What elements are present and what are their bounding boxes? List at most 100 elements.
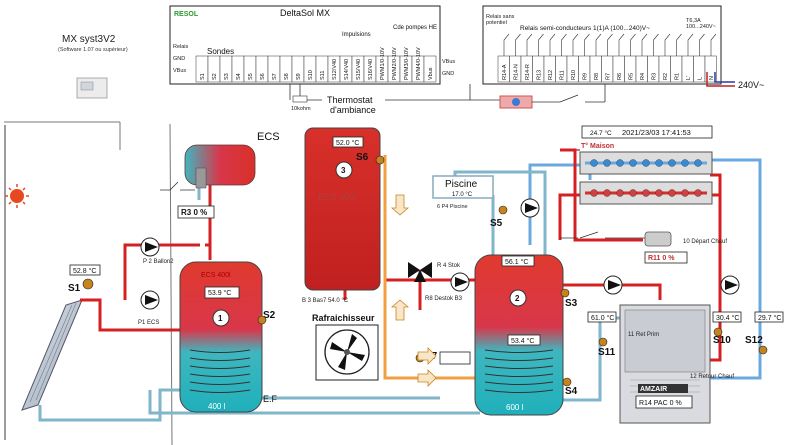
r8-label: R8 Destok B3	[425, 296, 463, 302]
s10-temp-box	[712, 311, 742, 323]
relais-semi-label: Relais semi-conducteurs 1(1)A (100...240…	[520, 25, 650, 32]
p2-label: P 2 Ballon2	[143, 259, 174, 265]
relay-terminal: R2	[663, 73, 669, 80]
relay-fuse-label: T6,3A	[686, 18, 701, 24]
sensor-s2-probe	[257, 315, 267, 325]
piscine-temp: 17.0 °C	[452, 192, 473, 198]
maison-temp: 24.7 °C	[590, 129, 612, 137]
relay-terminal: R9	[583, 73, 589, 80]
pipes	[38, 148, 762, 422]
vbus-term-a: VBus	[442, 59, 455, 65]
sondes-label: Sondes	[207, 47, 234, 56]
relay-fuse-label2: 100...240V~	[686, 24, 716, 30]
s12-temp: 29.7 °C	[758, 314, 781, 322]
controller-terminal: S15/V40	[356, 59, 362, 80]
sensor-s5-probe	[498, 205, 508, 215]
relay-terminal: R5	[629, 73, 635, 80]
tank-1-temp: 53.9 °C	[208, 289, 231, 297]
controller-terminal: Vbus	[428, 67, 434, 80]
tank-3-label: ECS 400l	[318, 192, 356, 202]
controller-terminal: S2	[212, 73, 218, 80]
s11-temp-box	[587, 311, 617, 323]
relay-terminal: R3	[652, 73, 658, 80]
sensor-s10-probe	[713, 327, 723, 337]
controller-terminal: S6	[260, 73, 266, 80]
system-software: (Software 1.07 ou supérieur)	[58, 47, 128, 53]
sensor-s3-label: S3	[565, 298, 578, 309]
controller-terminal: PWM2/0-10V	[392, 47, 398, 80]
s1-temp: 52.8 °C	[73, 267, 96, 275]
sensor-s1-probe	[82, 278, 94, 290]
sensor-s4-probe	[562, 377, 572, 387]
piscine-pump-label: 6 P4 Piscine	[437, 204, 468, 210]
relay-terminal: R12	[548, 70, 554, 80]
tank-3-temp: 52.0 °C	[336, 139, 359, 147]
relay-terminal: R14-R	[525, 64, 531, 80]
controller-terminal: S16/V40	[368, 59, 374, 80]
tank-1-number: 1	[218, 314, 223, 323]
sensor-s11-label: S11	[598, 347, 616, 358]
sensor-s2-label: S2	[263, 310, 276, 321]
s7-value-box	[439, 351, 471, 365]
tank-2-mid-temp: 53.4 °C	[511, 337, 534, 345]
sun-icon	[5, 184, 29, 208]
ret-prim-label: 11 Ret Prim	[628, 332, 659, 338]
r14-box	[635, 395, 693, 409]
controller-title: DeltaSol MX	[280, 8, 330, 18]
r14-label: R14 PAC 0 %	[639, 400, 682, 407]
sensor-s3-probe	[560, 288, 570, 298]
ecs-label: ECS	[257, 131, 280, 143]
fan-icon	[315, 324, 379, 381]
tank-3-bas-temp: B 3 Bas7 54.0 °C	[302, 298, 349, 304]
left-term-2: GND	[173, 56, 185, 62]
relay-terminal: R11	[560, 70, 566, 80]
s1-temp-box	[69, 264, 101, 276]
sensor-s12-probe	[758, 345, 768, 355]
relay-block: Relais sans potentiel Relais semi-conduc…	[442, 5, 764, 90]
tank-2-top-temp: 56.1 °C	[505, 258, 528, 266]
s10-temp: 30.4 °C	[716, 314, 739, 322]
sensor-s4-label: S4	[565, 386, 578, 397]
pump-r4-icon	[450, 272, 470, 292]
cooler-label: Rafraichisseur	[312, 313, 375, 323]
thermostat-label: Thermostat	[327, 95, 373, 105]
tank-1-capacity: 400 l	[208, 402, 226, 411]
tank-1	[179, 261, 263, 413]
sensor-s6-label: S6	[356, 152, 369, 163]
relay-terminal: R13	[537, 70, 543, 80]
ecs-water-heater	[184, 144, 256, 189]
r3-box	[177, 205, 215, 219]
relay-terminal: R4	[640, 73, 646, 80]
sensor-s12-label: S12	[745, 335, 763, 346]
resistor-label: 10kohm	[291, 106, 311, 112]
piscine-label: Piscine	[445, 179, 478, 190]
controller-terminal: S11	[320, 71, 326, 80]
tank-3	[304, 127, 381, 291]
impulsions-label: Impulsions	[342, 32, 371, 38]
solar-collector	[21, 299, 83, 411]
pump-p4-icon	[520, 198, 540, 218]
controller-terminal: S3	[224, 73, 230, 80]
relay-terminal: L	[698, 77, 704, 80]
tank-2-top-temp-box	[501, 255, 535, 267]
maison-datetime: 2021/23/03 17:41:53	[622, 128, 691, 137]
floor-heating-manifold	[579, 151, 713, 205]
sensor-s1-label: S1	[68, 283, 81, 294]
pump-chauf-icon	[720, 275, 740, 295]
controller-terminal: S14/V40	[344, 59, 350, 80]
cde-pompes-label: Cde pompes HE	[393, 25, 437, 31]
left-term-3: VBus	[173, 68, 186, 74]
mains-voltage: 240V~	[738, 80, 764, 90]
resol-logo: RESOL	[174, 11, 199, 18]
relay-terminal: R6	[617, 73, 623, 80]
controller-terminal: S4	[236, 73, 242, 80]
relay-terminal: R10	[571, 70, 577, 80]
relay-terminal: R14-A	[502, 64, 508, 80]
pump-pac-icon	[603, 275, 623, 295]
p1-label: P1 ECS	[138, 320, 159, 326]
relay-terminal: R8	[594, 73, 600, 80]
vbus-term-b: GND	[442, 71, 454, 77]
r11-label: R11 0 %	[648, 255, 675, 262]
